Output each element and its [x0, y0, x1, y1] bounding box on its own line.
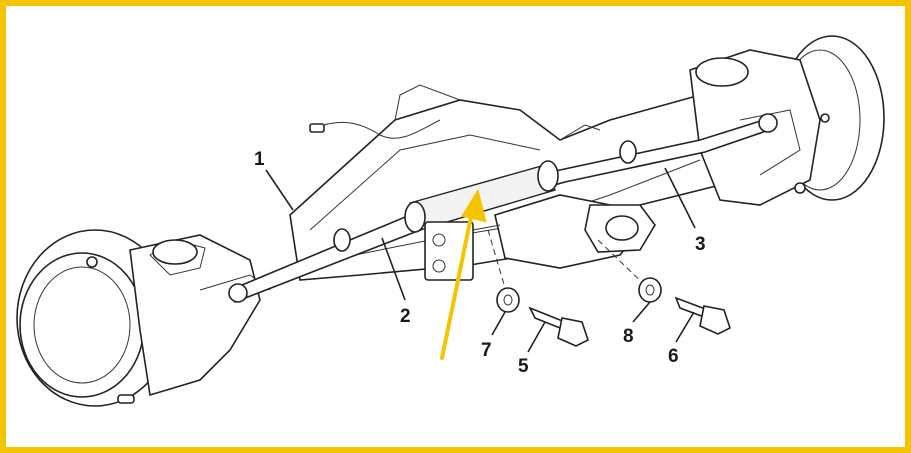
right-hub-drum [689, 35, 885, 206]
washer-7 [496, 287, 520, 313]
callout-3: 3 [695, 234, 706, 255]
washer-8 [638, 277, 662, 303]
callout-2: 2 [400, 306, 411, 327]
steering-cylinder [228, 113, 778, 304]
callout-1: 1 [254, 149, 265, 170]
callout-7: 7 [481, 340, 492, 361]
differential [424, 194, 656, 281]
leader-lines [265, 167, 696, 353]
left-hub-drum [16, 229, 271, 407]
pointer-arrow [440, 188, 487, 360]
callout-6: 6 [668, 346, 679, 367]
callout-labels: 1 2 3 5 6 7 8 [254, 149, 706, 377]
fasteners [487, 229, 731, 347]
callout-5: 5 [518, 356, 529, 377]
callout-8: 8 [623, 326, 634, 347]
